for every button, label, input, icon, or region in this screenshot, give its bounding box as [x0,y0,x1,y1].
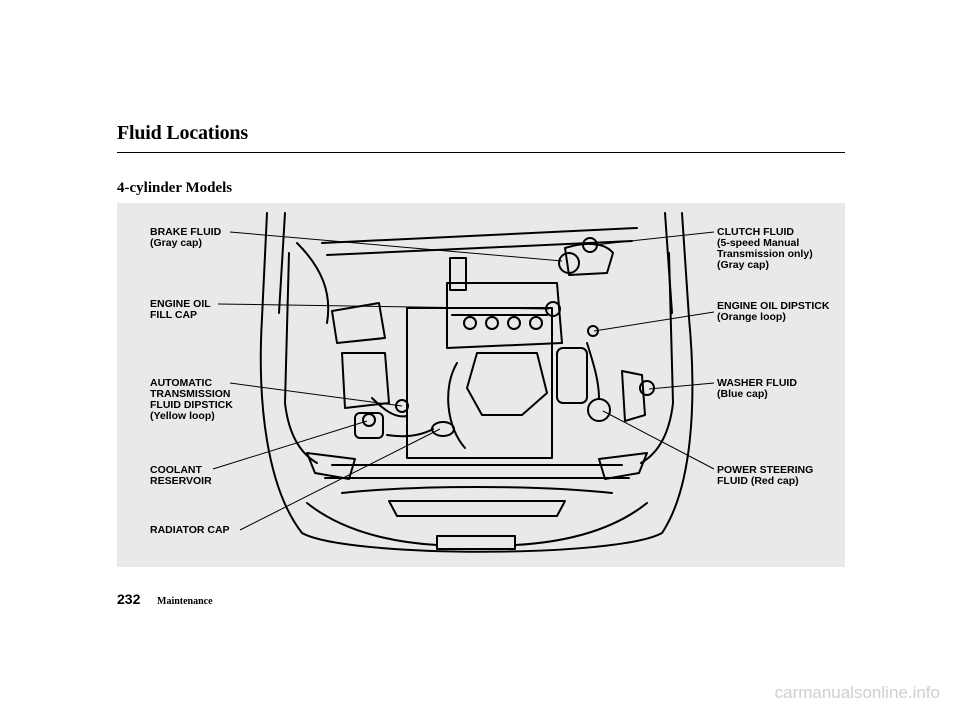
power-steering-fluid-label: POWER STEERING FLUID (Red cap) [717,464,814,487]
title-rule [117,152,845,153]
washer-fluid-label: WASHER FLUID (Blue cap) [717,377,797,400]
section-subtitle: 4-cylinder Models [117,180,233,196]
atf-dipstick-label: AUTOMATIC TRANSMISSION FLUID DIPSTICK (Y… [150,377,233,422]
engine-oil-dipstick-label: ENGINE OIL DIPSTICK (Orange loop) [717,300,830,323]
engine-bay-figure: BRAKE FLUID (Gray cap) ENGINE OIL FILL C… [117,203,845,567]
clutch-fluid-label: CLUTCH FLUID (5-speed Manual Transmissio… [717,226,813,271]
brake-fluid-label: BRAKE FLUID (Gray cap) [150,226,222,249]
watermark: carmanualsonline.info [774,683,940,702]
engine-bay-illustration [212,212,715,553]
footer-section-name: Maintenance [157,596,213,607]
radiator-cap-label: RADIATOR CAP [150,524,230,536]
engine-oil-fill-cap-label: ENGINE OIL FILL CAP [150,298,211,321]
page-number: 232 [117,591,141,607]
coolant-reservoir-label: COOLANT RESERVOIR [150,464,212,487]
page-title: Fluid Locations [117,122,248,144]
